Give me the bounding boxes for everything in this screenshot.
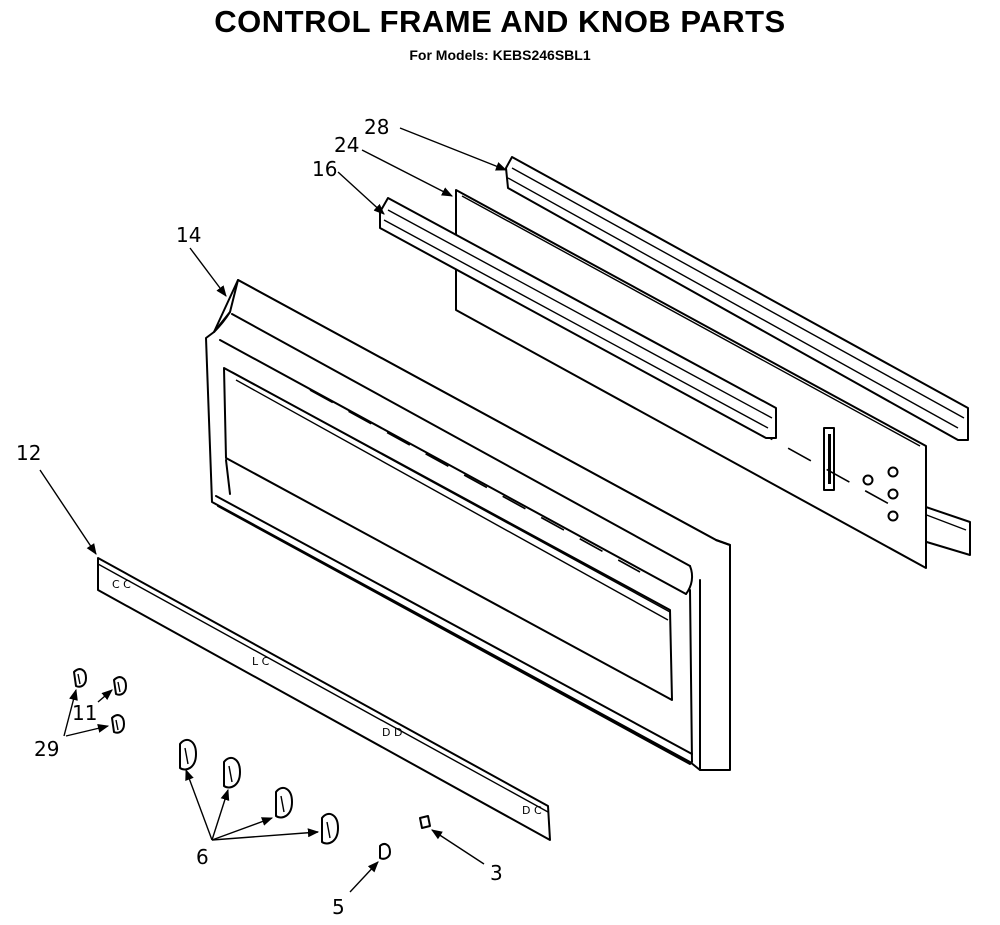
part-12-strip: C C L C D D D C bbox=[97, 557, 551, 841]
callout-labels: 28 24 16 14 12 11 29 6 3 5 bbox=[16, 115, 503, 919]
callout-12: 12 bbox=[16, 441, 41, 465]
callout-24: 24 bbox=[334, 133, 359, 157]
leader-lines bbox=[39, 127, 508, 893]
callout-29: 29 bbox=[34, 737, 59, 761]
part-14-frame bbox=[205, 279, 731, 771]
part-29-knob-upper bbox=[73, 668, 87, 688]
diagram-title: CONTROL FRAME AND KNOB PARTS bbox=[214, 4, 786, 39]
part-6-knob-4 bbox=[321, 812, 339, 845]
callout-14: 14 bbox=[176, 223, 201, 247]
callout-11: 11 bbox=[72, 701, 97, 725]
callout-5: 5 bbox=[332, 895, 345, 919]
part-3-screw bbox=[419, 815, 431, 829]
part-6-knob-1 bbox=[179, 738, 197, 771]
svg-text:L C: L C bbox=[252, 655, 270, 668]
diagram-subtitle: For Models: KEBS246SBL1 bbox=[409, 47, 591, 63]
svg-text:D C: D C bbox=[522, 804, 542, 817]
part-28-rail bbox=[505, 156, 971, 556]
callout-3: 3 bbox=[490, 861, 503, 885]
callout-16: 16 bbox=[312, 157, 337, 181]
callout-6: 6 bbox=[196, 845, 209, 869]
svg-text:D D: D D bbox=[382, 726, 402, 739]
knob-parts bbox=[73, 668, 431, 860]
svg-text:C C: C C bbox=[112, 578, 131, 591]
part-6-knob-2 bbox=[223, 756, 241, 789]
part-29-knob-lower bbox=[111, 714, 125, 734]
part-5-knob-small bbox=[379, 843, 391, 860]
part-6-knob-3 bbox=[275, 786, 293, 819]
callout-28: 28 bbox=[364, 115, 389, 139]
part-11-knob bbox=[113, 676, 127, 696]
